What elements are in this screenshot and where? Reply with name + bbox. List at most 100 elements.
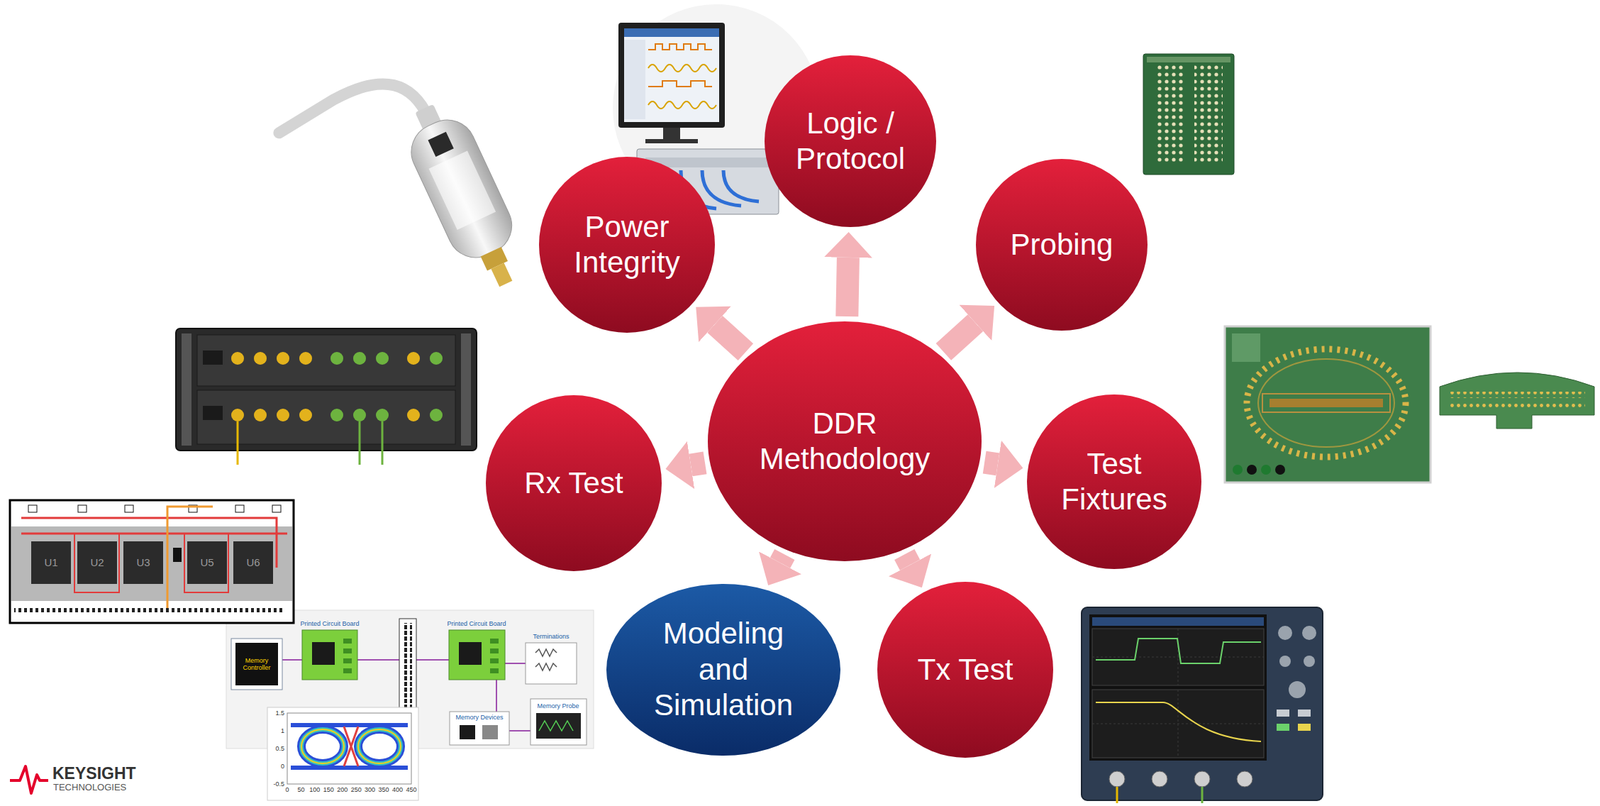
node-label: DDR Methodology — [741, 405, 948, 478]
bert-chassis-part — [276, 408, 290, 422]
pcb-layout-view-part — [21, 532, 288, 535]
oscilloscope-part — [1095, 702, 1261, 742]
node-outline — [707, 320, 983, 562]
test-fixture-board-part — [1269, 398, 1383, 408]
topic-ellipse: Modeling and Simulation — [605, 582, 842, 757]
node-fill — [539, 156, 715, 333]
block-label: Printed Circuit Board — [446, 619, 506, 627]
axis-tick: 450 — [405, 785, 417, 793]
keysight-logo-mark-part — [9, 765, 49, 793]
simulation-schematic-part — [482, 724, 498, 740]
bga-interposer-part — [1146, 56, 1231, 63]
pcb-layout-view-part — [173, 547, 182, 562]
oscilloscope-part — [1276, 709, 1290, 717]
test-fixture-board-part — [1246, 464, 1257, 475]
pcb-layout-view-part — [184, 533, 229, 593]
logic-analyzer-part — [624, 39, 646, 120]
node-fill — [606, 583, 841, 756]
simulation-schematic-part — [302, 629, 358, 680]
bert-chassis-part — [381, 421, 384, 465]
simulation-schematic-part — [530, 698, 587, 745]
power-probe — [275, 52, 536, 344]
pcb-layout-view-part — [124, 504, 134, 513]
oscilloscope-part — [1151, 770, 1168, 787]
power-probe-part — [429, 150, 497, 230]
axis-tick: 0.5 — [275, 744, 285, 752]
simulation-schematic-part — [535, 663, 557, 671]
pcb-layout-view-part — [187, 541, 227, 584]
simulation-schematic-part — [282, 658, 303, 661]
oscilloscope — [1081, 607, 1323, 803]
axis-tick: 250 — [351, 785, 362, 793]
simulation-schematic-part — [535, 648, 557, 657]
pcb-layout-view — [9, 500, 294, 623]
simulation-schematic-part — [539, 720, 574, 731]
logic-analyzer-part — [702, 170, 742, 206]
simulation-schematic-part — [495, 679, 498, 712]
node-body: DDR Methodology — [707, 320, 983, 562]
axis-tick: 1 — [280, 726, 285, 735]
simulation-schematic-part — [343, 668, 352, 674]
chip-ref: U6 — [246, 556, 260, 569]
test-fixture-card — [1439, 372, 1595, 429]
power-probe-part — [427, 131, 454, 157]
bert-chassis-part — [202, 350, 223, 365]
node-outline — [1026, 393, 1203, 570]
axis-tick: 200 — [336, 785, 348, 793]
simulation-schematic-part — [525, 642, 577, 684]
pcb-layout-view-part — [272, 504, 281, 513]
simulation-schematic-part — [403, 622, 413, 720]
pcb-layout-view-part — [14, 607, 284, 613]
simulation-schematic-part — [490, 648, 499, 654]
pcb-layout-view-part — [235, 504, 244, 513]
axis-tick: 300 — [364, 785, 376, 793]
block-arrow — [904, 554, 910, 566]
node-label: Power Integrity — [556, 209, 698, 281]
eye-diagram-part — [301, 729, 344, 764]
bert-chassis-part — [330, 351, 344, 365]
bert-chassis-part — [236, 421, 240, 465]
topic-circle: Logic / Protocol — [763, 54, 937, 228]
node-fill — [764, 55, 937, 227]
block-arrow — [846, 257, 849, 317]
simulation-schematic-part — [458, 641, 482, 665]
pcb-layout-view-part — [28, 504, 37, 513]
node-body: Logic / Protocol — [763, 54, 937, 228]
bert-chassis-part — [375, 351, 389, 365]
oscilloscope-part — [1303, 655, 1315, 667]
oscilloscope-part — [1302, 625, 1317, 640]
node-fill — [975, 158, 1148, 331]
bert-chassis — [175, 328, 477, 465]
node-label: Test Fixtures — [1046, 446, 1182, 518]
oscilloscope-part — [1194, 770, 1210, 787]
node-label: Modeling and Simulation — [641, 615, 805, 723]
bert-chassis-part — [253, 351, 267, 365]
pcb-layout-view-part — [9, 500, 294, 623]
bert-chassis-part — [429, 408, 443, 422]
node-outline — [538, 156, 716, 334]
simulation-schematic-part — [459, 724, 476, 740]
axis-tick: 400 — [392, 785, 403, 793]
eye-diagram-part — [301, 729, 344, 764]
eye-diagram-part — [343, 726, 359, 766]
test-fixture-board-part — [1275, 464, 1286, 475]
bert-chassis-part — [460, 333, 471, 446]
oscilloscope-part — [1297, 723, 1311, 731]
block-arrow — [984, 462, 998, 465]
logic-analyzer-part — [648, 80, 713, 87]
node-body: Tx Test — [876, 580, 1054, 759]
simulation-schematic-part — [357, 658, 400, 661]
test-fixture-board-part — [1246, 348, 1406, 457]
node-body: Rx Test — [485, 394, 663, 572]
logo-wordmark: KEYSIGHT — [52, 763, 137, 783]
chip-ref: U3 — [136, 556, 150, 569]
block-arrow — [714, 324, 746, 352]
bert-chassis-part — [181, 333, 192, 446]
axis-tick: 100 — [309, 785, 320, 793]
simulation-schematic-part — [490, 638, 499, 644]
block-arrow — [943, 322, 976, 352]
oscilloscope-part — [1201, 786, 1204, 803]
bert-chassis-part — [353, 351, 366, 365]
bert-chassis-part — [299, 351, 313, 365]
